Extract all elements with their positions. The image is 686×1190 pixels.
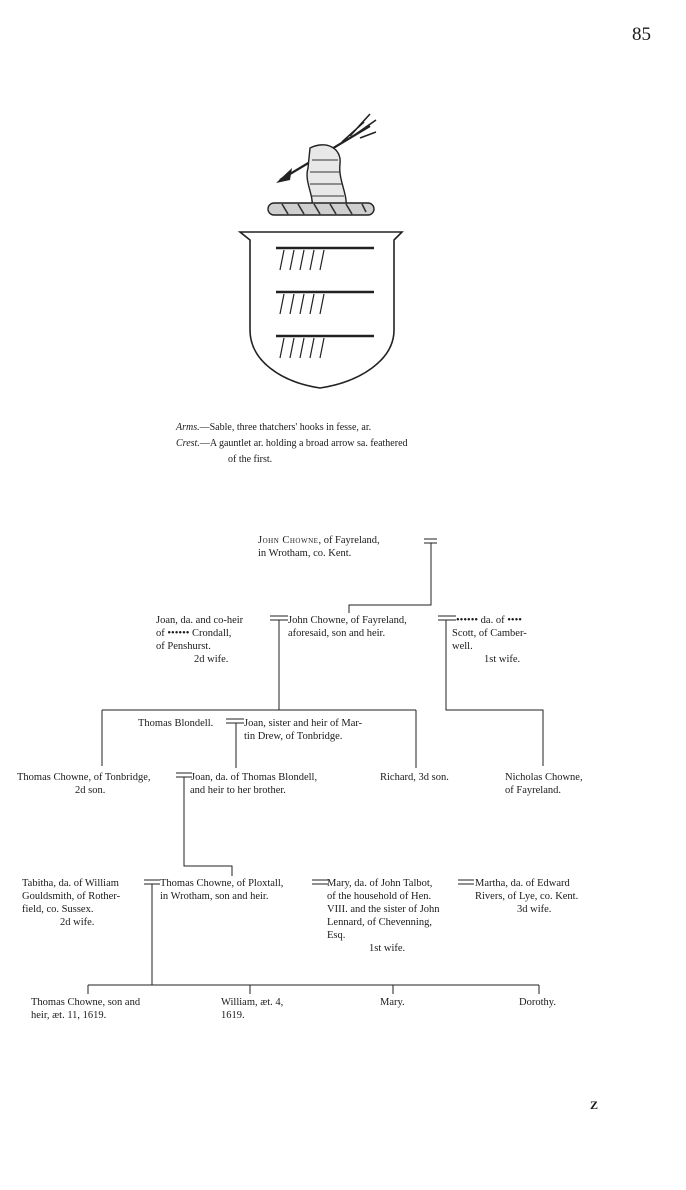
tabitha-gouldsmith-line3: field, co. Sussex. [22,904,94,915]
joan-blondell-line2: and heir to her brother. [190,785,286,796]
arms-label: Arms. [176,422,200,433]
richard-chowne: Richard, 3d son. [380,772,449,783]
tabitha-gouldsmith-line2: Gouldsmith, of Rother- [22,891,121,902]
mary-talbot-line5: Esq. [327,930,346,941]
crest-caption: Crest.—A gauntlet ar. holding a broad ar… [176,436,408,451]
martha-rivers-line3: 3d wife. [517,904,552,915]
mary-chowne: Mary. [380,997,405,1008]
signature-mark: Z [590,1098,599,1112]
mary-talbot-line4: Lennard, of Chevenning, [327,917,432,928]
dorothy-chowne: Dorothy. [519,997,556,1008]
thatchers-hook [276,334,374,359]
scott-wife: •••••• da. of •••• [456,615,522,626]
thatchers-hook [276,290,374,315]
nicholas-chowne-line2: of Fayreland. [505,785,561,796]
page-number: 85 [632,24,651,45]
joan-blondell: Joan, da. of Thomas Blondell, [191,772,318,783]
mary-talbot-line3: VIII. and the sister of John [327,904,440,915]
tabitha-gouldsmith-line4: 2d wife. [60,917,95,928]
joan-drew-line2: tin Drew, of Tonbridge. [244,731,343,742]
arms-caption: Arms.—Sable, three thatchers' hooks in f… [176,420,371,435]
joan-crondall-line2: of •••••• Crondall, [156,628,232,639]
nicholas-chowne: Nicholas Chowne, [505,772,583,783]
scott-wife-line3: well. [452,641,473,652]
scott-wife-line2: Scott, of Camber- [452,628,527,639]
joan-crondall-line4: 2d wife. [194,654,229,665]
crest-text: —A gauntlet ar. holding a broad arrow sa… [199,438,408,449]
john-chowne-elder-line2: in Wrotham, co. Kent. [258,548,352,559]
mary-talbot-line6: 1st wife. [369,943,406,954]
thomas-chowne-ploxtall-line2: in Wrotham, son and heir. [160,891,269,902]
mary-talbot-line2: of the household of Hen. [327,891,432,902]
mary-talbot: Mary, da. of John Talbot, [327,878,433,889]
thomas-chowne-tonbridge: Thomas Chowne, of Tonbridge, [17,772,151,783]
scott-wife-line4: 1st wife. [484,654,521,665]
joan-drew: Joan, sister and heir of Mar- [244,718,363,729]
thomas-chowne-heir-line2: heir, æt. 11, 1619. [31,1010,107,1021]
thomas-chowne-heir: Thomas Chowne, son and [31,997,141,1008]
john-chowne-elder: John Chowne, of Fayreland, [258,535,380,546]
john-chowne-son-line2: aforesaid, son and heir. [288,628,386,639]
arms-text: —Sable, three thatchers' hooks in fesse,… [199,422,372,433]
crest-caption-cont: of the first. [228,454,273,465]
coat-of-arms-illustration [237,113,404,389]
william-chowne: William, æt. 4, [221,997,284,1008]
martha-rivers: Martha, da. of Edward [475,878,570,889]
martha-rivers-line2: Rivers, of Lye, co. Kent. [475,891,579,902]
tabitha-gouldsmith: Tabitha, da. of William [22,878,119,889]
crest-gauntlet-arrow [267,113,377,216]
john-chowne-son: John Chowne, of Fayreland, [288,615,407,626]
thomas-chowne-ploxtall: Thomas Chowne, of Ploxtall, [160,878,284,889]
shield [237,231,404,389]
crest-label: Crest. [176,438,200,449]
john-chowne-elder-name: John Chowne [258,535,319,546]
thatchers-hook [276,246,374,271]
thomas-chowne-tonbridge-line2: 2d son. [75,785,106,796]
joan-crondall: Joan, da. and co-heir [156,615,244,626]
thomas-blondell: Thomas Blondell. [138,718,214,729]
joan-crondall-line3: of Penshurst. [156,641,211,652]
william-chowne-line2: 1619. [221,1010,245,1021]
